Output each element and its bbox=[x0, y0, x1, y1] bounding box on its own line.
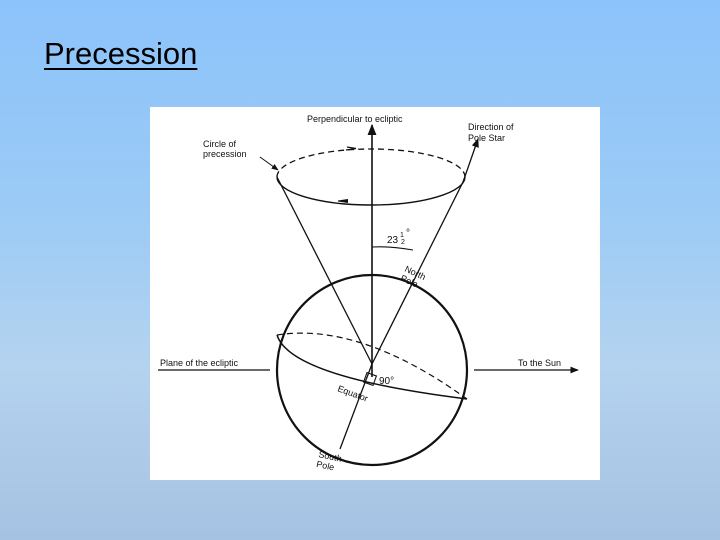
svg-text:23: 23 bbox=[387, 235, 399, 246]
precession-circle-front bbox=[276, 176, 466, 206]
perpendicular-label: Perpendicular to ecliptic bbox=[307, 114, 403, 124]
cone-right-side bbox=[371, 181, 464, 365]
tilt-angle-arc bbox=[371, 246, 414, 251]
cone-left-side bbox=[276, 176, 373, 365]
sun-label: To the Sun bbox=[518, 358, 561, 368]
svg-text:°: ° bbox=[406, 228, 410, 239]
earth-sphere bbox=[275, 273, 469, 467]
direction-label-1: Direction of bbox=[468, 122, 514, 132]
svg-text:Pole: Pole bbox=[316, 459, 336, 473]
equator-label: Equator bbox=[336, 383, 369, 403]
right-angle-label: 90° bbox=[379, 376, 394, 387]
ecliptic-front bbox=[276, 334, 468, 400]
earth-axis-south bbox=[339, 363, 373, 450]
precession-circle-back bbox=[276, 148, 466, 178]
pole-star-arrow bbox=[462, 138, 479, 183]
slide-title: Precession bbox=[44, 36, 198, 71]
circle-label-2: precession bbox=[203, 149, 247, 159]
ecliptic-back bbox=[276, 332, 468, 400]
south-pole-label: South Pole bbox=[316, 449, 343, 473]
circle-label-pointer bbox=[259, 156, 279, 171]
north-pole-label: North Pole bbox=[399, 264, 427, 290]
direction-label-2: Pole Star bbox=[468, 133, 505, 143]
diagram-svg: Perpendicular to ecliptic Circle of prec… bbox=[158, 114, 579, 473]
svg-text:2: 2 bbox=[401, 239, 405, 246]
circle-arrow-top bbox=[345, 146, 357, 151]
right-angle-marker bbox=[362, 371, 378, 387]
svg-text:1: 1 bbox=[400, 232, 404, 239]
svg-text:South: South bbox=[318, 449, 343, 464]
tilt-angle-label: 23 1 2 ° bbox=[387, 228, 410, 246]
precession-diagram: Perpendicular to ecliptic Circle of prec… bbox=[150, 107, 600, 480]
plane-label: Plane of the ecliptic bbox=[160, 358, 239, 368]
circle-arrow-bottom bbox=[337, 199, 349, 203]
circle-label-1: Circle of bbox=[203, 139, 237, 149]
